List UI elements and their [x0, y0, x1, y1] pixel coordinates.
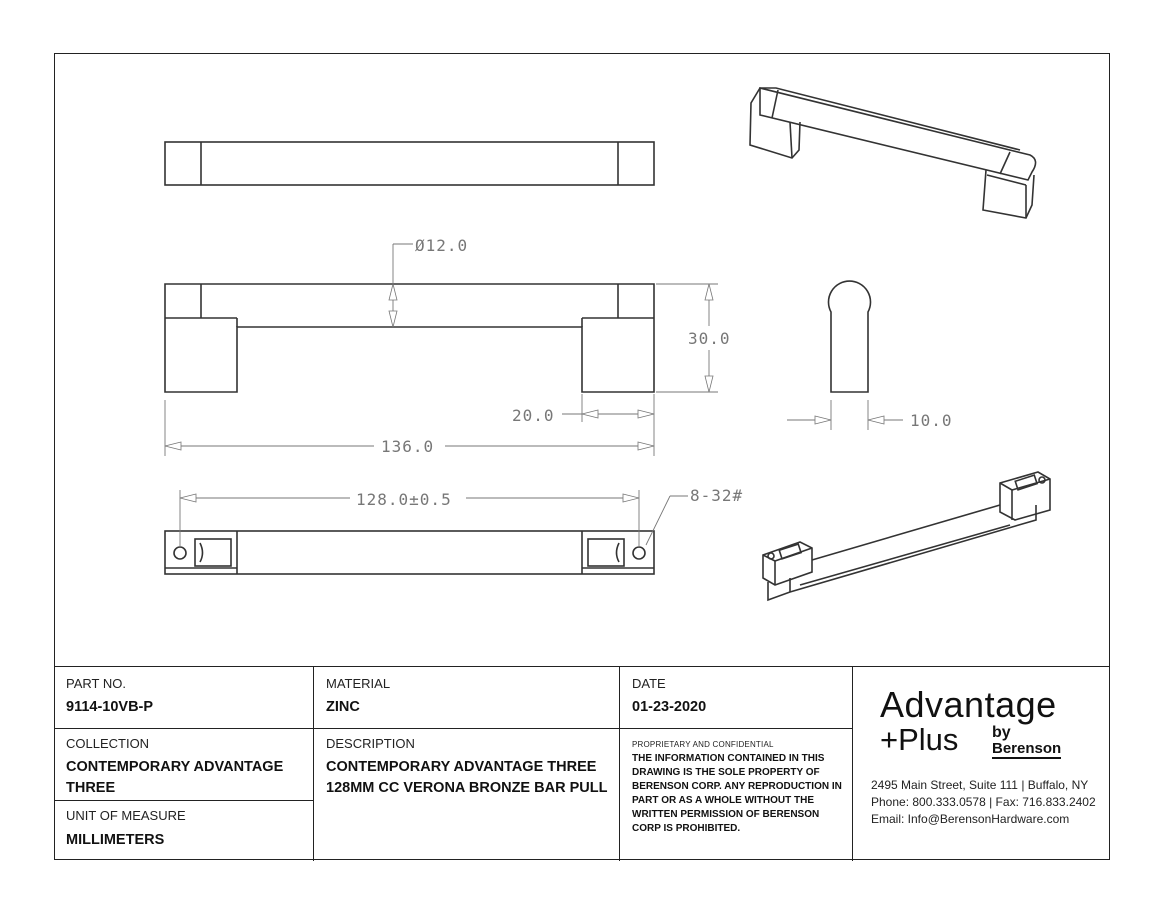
uom-label: UNIT OF MEASURE — [66, 808, 186, 823]
description-label: DESCRIPTION — [326, 736, 415, 751]
company-email: Email: Info@BerensonHardware.com — [871, 812, 1070, 826]
part-no-label: PART NO. — [66, 676, 126, 691]
title-block: PART NO. 9114-10VB-P COLLECTION CONTEMPO… — [54, 666, 1110, 861]
overall-length-dimension: 136.0 — [164, 400, 655, 456]
height-dimension: 30.0 — [656, 283, 731, 393]
date-label: DATE — [632, 676, 666, 691]
description-value: CONTEMPORARY ADVANTAGE THREE 128MM CC VE… — [326, 759, 608, 796]
collection-label: COLLECTION — [66, 736, 150, 751]
company-phone: Phone: 800.333.0578 | Fax: 716.833.2402 — [871, 795, 1096, 809]
foot-width-dimension: 20.0 — [512, 394, 655, 456]
logo-brand: Berenson — [992, 740, 1062, 759]
title-row-divider-1 — [54, 728, 853, 729]
bottom-view — [164, 530, 655, 575]
logo-line-advantage: Advantage — [880, 684, 1057, 725]
overall-length-label: 136.0 — [381, 437, 434, 456]
part-no-value: 9114-10VB-P — [66, 699, 154, 715]
drawing-sheet-border — [54, 53, 1110, 860]
material-value: ZINC — [326, 699, 360, 715]
isometric-view-top — [749, 86, 1037, 219]
diameter-dimension: Ø12.0 — [388, 236, 468, 328]
center-to-center-label: 128.0±0.5 — [356, 490, 452, 509]
title-col-3 — [620, 667, 853, 861]
foot-width-label: 20.0 — [512, 406, 555, 425]
collection-value: CONTEMPORARY ADVANTAGE THREE — [66, 759, 284, 796]
top-view — [164, 141, 655, 186]
height-label: 30.0 — [688, 329, 731, 348]
title-row-divider-2 — [54, 800, 314, 801]
material-label: MATERIAL — [326, 676, 391, 691]
logo-line-plus: +Plus — [880, 722, 959, 757]
date-value: 01-23-2020 — [632, 699, 707, 715]
proprietary-text: THE INFORMATION CONTAINED IN THIS DRAWIN… — [632, 753, 842, 834]
thread-label: 8-32# — [690, 486, 743, 505]
uom-value: MILLIMETERS — [66, 832, 165, 848]
thickness-label: 10.0 — [910, 411, 953, 430]
front-view — [164, 283, 655, 393]
title-col-1 — [54, 667, 314, 861]
center-to-center-dimension: 128.0±0.5 — [179, 490, 640, 547]
logo-by: by — [992, 724, 1011, 741]
company-address: 2495 Main Street, Suite 111 | Buffalo, N… — [871, 778, 1089, 792]
proprietary-label: PROPRIETARY AND CONFIDENTIAL — [632, 740, 774, 749]
title-col-2 — [314, 667, 620, 861]
thread-callout: 8-32# — [645, 486, 743, 546]
isometric-view-bottom — [762, 471, 1051, 602]
side-view: 10.0 — [787, 280, 953, 430]
diameter-label: Ø12.0 — [415, 236, 468, 255]
